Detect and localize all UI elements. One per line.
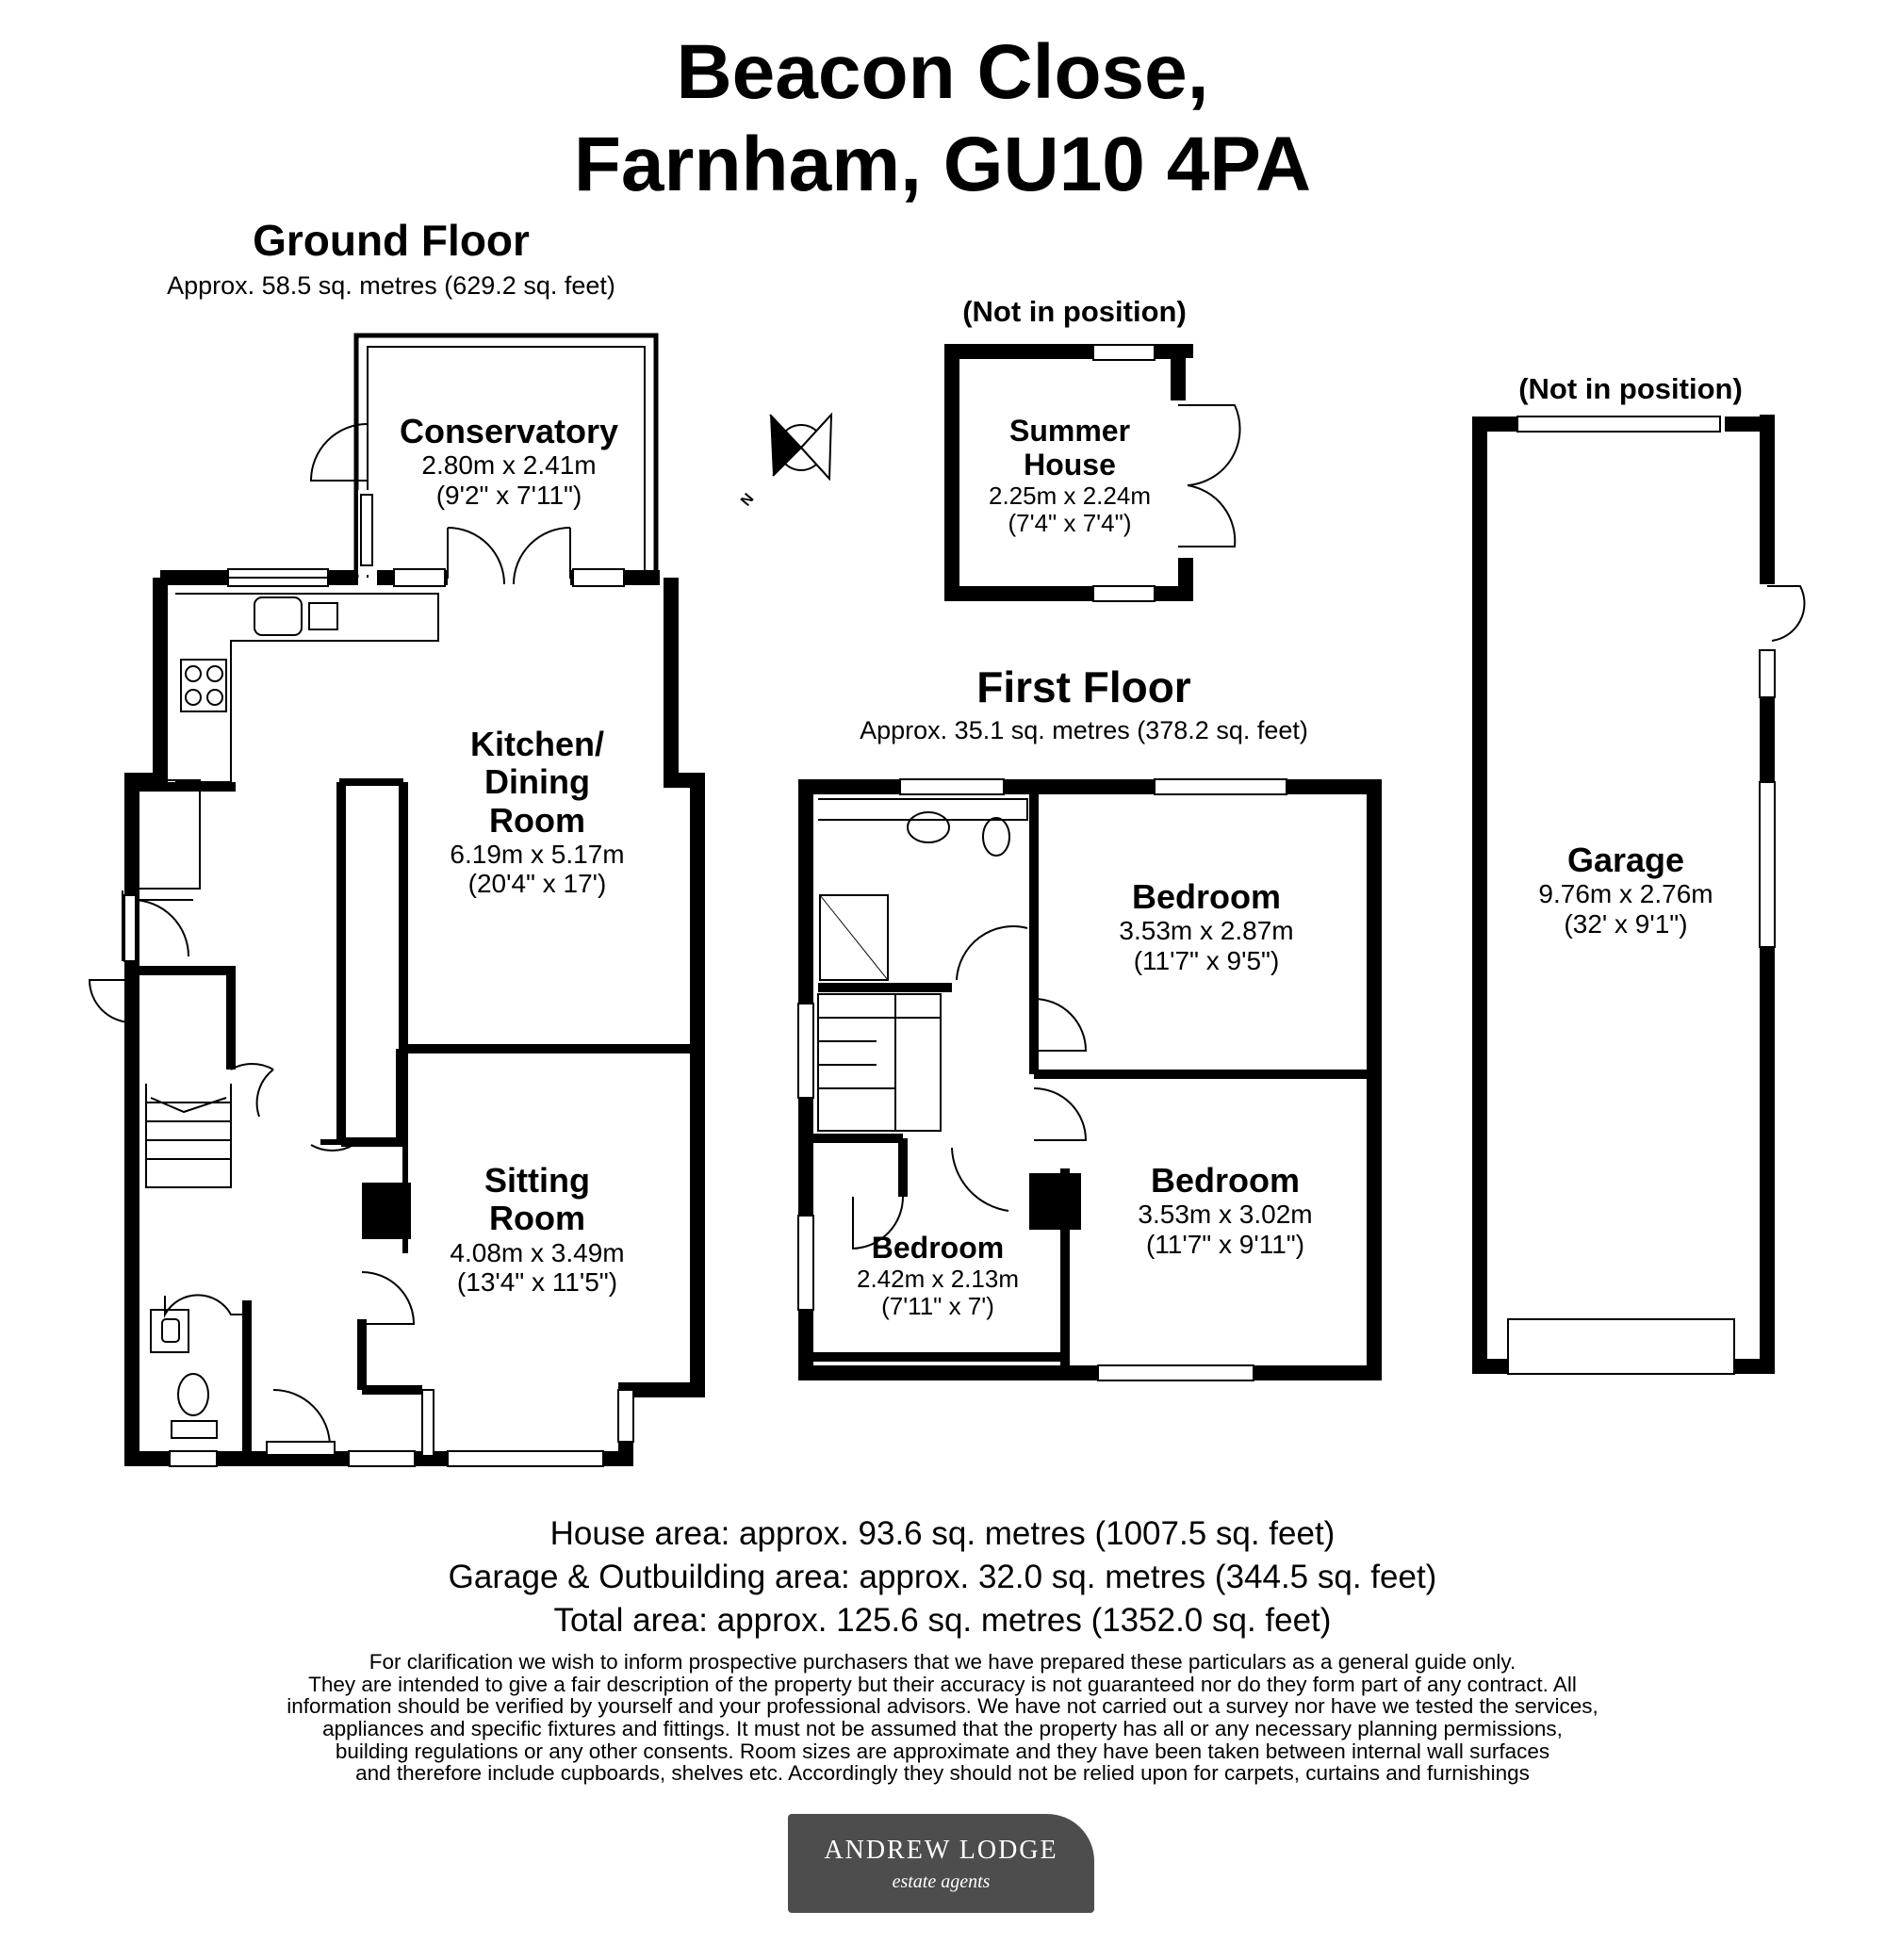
room-bedroom-1: Bedroom 3.53m x 2.87m (11'7" x 9'5") <box>1065 877 1348 975</box>
disclaimer-line: and therefore include cupboards, shelves… <box>355 1761 1530 1786</box>
room-bedroom-2: Bedroom 3.53m x 3.02m (11'7" x 9'11") <box>1084 1161 1367 1259</box>
room-bedroom-3: Bedroom 2.42m x 2.13m (7'11" x 7') <box>820 1231 1056 1320</box>
room-metric: 9.76m x 2.76m <box>1538 879 1713 909</box>
andrew-lodge-logo: ANDREW LODGE estate agents <box>788 1814 1094 1913</box>
ground-floor-area: Approx. 58.5 sq. metres (629.2 sq. feet) <box>167 271 615 300</box>
first-floor-plan <box>797 778 1382 1381</box>
room-name-line1: Sitting <box>484 1161 590 1200</box>
room-metric: 3.53m x 3.02m <box>1138 1200 1313 1230</box>
compass-icon <box>769 412 833 482</box>
room-name-line2: House <box>1024 447 1116 482</box>
room-kitchen-dining: Kitchen/ Dining Room 6.19m x 5.17m (20'4… <box>396 725 679 899</box>
room-metric: 6.19m x 5.17m <box>450 839 625 869</box>
room-name-line2: Dining <box>484 762 590 802</box>
logo-tagline: estate agents <box>892 1871 991 1892</box>
total-area: Total area: approx. 125.6 sq. metres (13… <box>553 1602 1332 1640</box>
summer-house-plan <box>944 344 1241 602</box>
room-imperial: (11'7" x 9'5") <box>1133 945 1280 975</box>
room-summer-house: Summer House 2.25m x 2.24m (7'4" x 7'4") <box>952 414 1188 537</box>
compass-north-label: N <box>738 491 757 510</box>
ground-floor-title: Ground Floor <box>253 216 530 265</box>
room-imperial: (20'4" x 17') <box>467 869 607 899</box>
room-garage: Garage 9.76m x 2.76m (32' x 9'1") <box>1489 841 1762 939</box>
disclaimer: For clarification we wish to inform pros… <box>0 1651 1885 1785</box>
room-imperial: (9'2" x 7'11") <box>435 480 582 510</box>
disclaimer-line: building regulations or any other consen… <box>335 1739 1550 1763</box>
garage-outbuilding-area: Garage & Outbuilding area: approx. 32.0 … <box>448 1559 1437 1596</box>
room-name: Bedroom <box>1150 1161 1300 1200</box>
disclaimer-line: They are intended to give a fair descrip… <box>308 1672 1577 1696</box>
disclaimer-line: For clarification we wish to inform pros… <box>369 1650 1516 1674</box>
room-imperial: (7'4" x 7'4") <box>1008 508 1132 537</box>
first-floor-area: Approx. 35.1 sq. metres (378.2 sq. feet) <box>860 716 1308 744</box>
room-name-line1: Kitchen/ <box>469 725 604 763</box>
garage-plan <box>1472 415 1806 1375</box>
room-name: Garage <box>1566 841 1685 879</box>
room-imperial: (32' x 9'1") <box>1564 908 1688 939</box>
property-title-line1: Beacon Close, <box>676 29 1209 115</box>
room-metric: 4.08m x 3.49m <box>450 1237 625 1267</box>
room-name-line2: Room <box>489 1199 585 1238</box>
room-conservatory: Conservatory 2.80m x 2.41m (9'2" x 7'11"… <box>368 412 650 510</box>
room-imperial: (13'4" x 11'5") <box>456 1266 618 1297</box>
area-summary: House area: approx. 93.6 sq. metres (100… <box>0 1512 1885 1643</box>
ground-floor-plan <box>88 333 705 1467</box>
room-name: Bedroom <box>1131 877 1281 916</box>
disclaimer-line: information should be verified by yourse… <box>287 1694 1598 1719</box>
room-imperial: (7'11" x 7') <box>881 1291 994 1320</box>
room-metric: 3.53m x 2.87m <box>1119 916 1294 946</box>
room-metric: 2.80m x 2.41m <box>421 450 597 481</box>
room-sitting: Sitting Room 4.08m x 3.49m (13'4" x 11'5… <box>396 1161 679 1297</box>
room-imperial: (11'7" x 9'11") <box>1145 1229 1305 1259</box>
logo-name: ANDREW LODGE <box>824 1836 1058 1865</box>
room-name: Conservatory <box>399 412 619 450</box>
room-metric: 2.42m x 2.13m <box>857 1264 1019 1293</box>
room-name: Bedroom <box>871 1231 1005 1265</box>
disclaimer-line: appliances and specific fixtures and fit… <box>322 1716 1563 1740</box>
garage-not-in-position: (Not in position) <box>1518 372 1743 405</box>
room-metric: 2.25m x 2.24m <box>989 481 1151 510</box>
room-name-line3: Room <box>489 800 585 840</box>
room-name-line1: Summer <box>1008 414 1131 448</box>
house-area: House area: approx. 93.6 sq. metres (100… <box>549 1515 1336 1552</box>
summer-house-not-in-position: (Not in position) <box>962 295 1187 328</box>
property-title-line2: Farnham, GU10 4PA <box>573 122 1312 207</box>
first-floor-title: First Floor <box>976 662 1191 711</box>
